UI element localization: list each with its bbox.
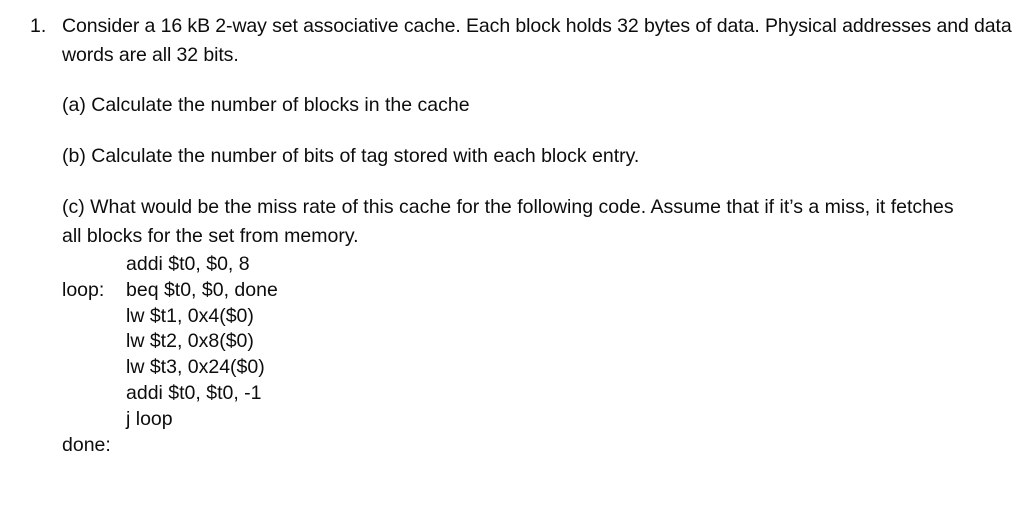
code-line-instruction: j loop bbox=[126, 407, 173, 430]
assembly-code-block: addi $t0, $0, 8 loop: beq $t0, $0, done … bbox=[62, 252, 1024, 458]
code-line-instruction: lw $t2, 0x8($0) bbox=[126, 330, 254, 353]
code-line-instruction: lw $t3, 0x24($0) bbox=[126, 356, 265, 379]
spacer-before-part-c bbox=[62, 171, 1024, 193]
code-line: done: bbox=[62, 433, 1024, 459]
code-line-instruction: addi $t0, $0, 8 bbox=[126, 253, 250, 275]
question-intro-row: 1. Consider a 16 kB 2-way set associativ… bbox=[30, 12, 1012, 458]
code-line: loop: beq $t0, $0, done bbox=[62, 278, 1024, 304]
question-intro-text: Consider a 16 kB 2-way set associative c… bbox=[62, 15, 1012, 66]
code-line: lw $t3, 0x24($0) bbox=[62, 355, 1024, 381]
code-line-label: loop: bbox=[62, 278, 105, 301]
part-b-text: (b) Calculate the number of bits of tag … bbox=[62, 145, 640, 167]
question-number: 1. bbox=[30, 15, 47, 37]
code-line-instruction: addi $t0, $t0, -1 bbox=[126, 381, 262, 404]
question-block: 1. Consider a 16 kB 2-way set associativ… bbox=[30, 12, 1012, 458]
code-line: addi $t0, $0, 8 bbox=[62, 252, 1024, 278]
spacer-before-part-a bbox=[62, 70, 1024, 91]
code-line-instruction: lw $t1, 0x4($0) bbox=[126, 304, 254, 327]
code-line-instruction: beq $t0, $0, done bbox=[126, 278, 278, 301]
code-line: lw $t2, 0x8($0) bbox=[62, 329, 1024, 355]
part-c-text: (c) What would be the miss rate of this … bbox=[62, 196, 954, 247]
spacer-before-part-b bbox=[62, 120, 1024, 142]
code-line: lw $t1, 0x4($0) bbox=[62, 304, 1024, 330]
code-line: j loop bbox=[62, 407, 1024, 433]
question-content: Consider a 16 kB 2-way set associative c… bbox=[62, 12, 1024, 458]
part-a-text: (a) Calculate the number of blocks in th… bbox=[62, 94, 470, 116]
code-line-label: done: bbox=[62, 433, 111, 456]
code-line: addi $t0, $t0, -1 bbox=[62, 381, 1024, 407]
